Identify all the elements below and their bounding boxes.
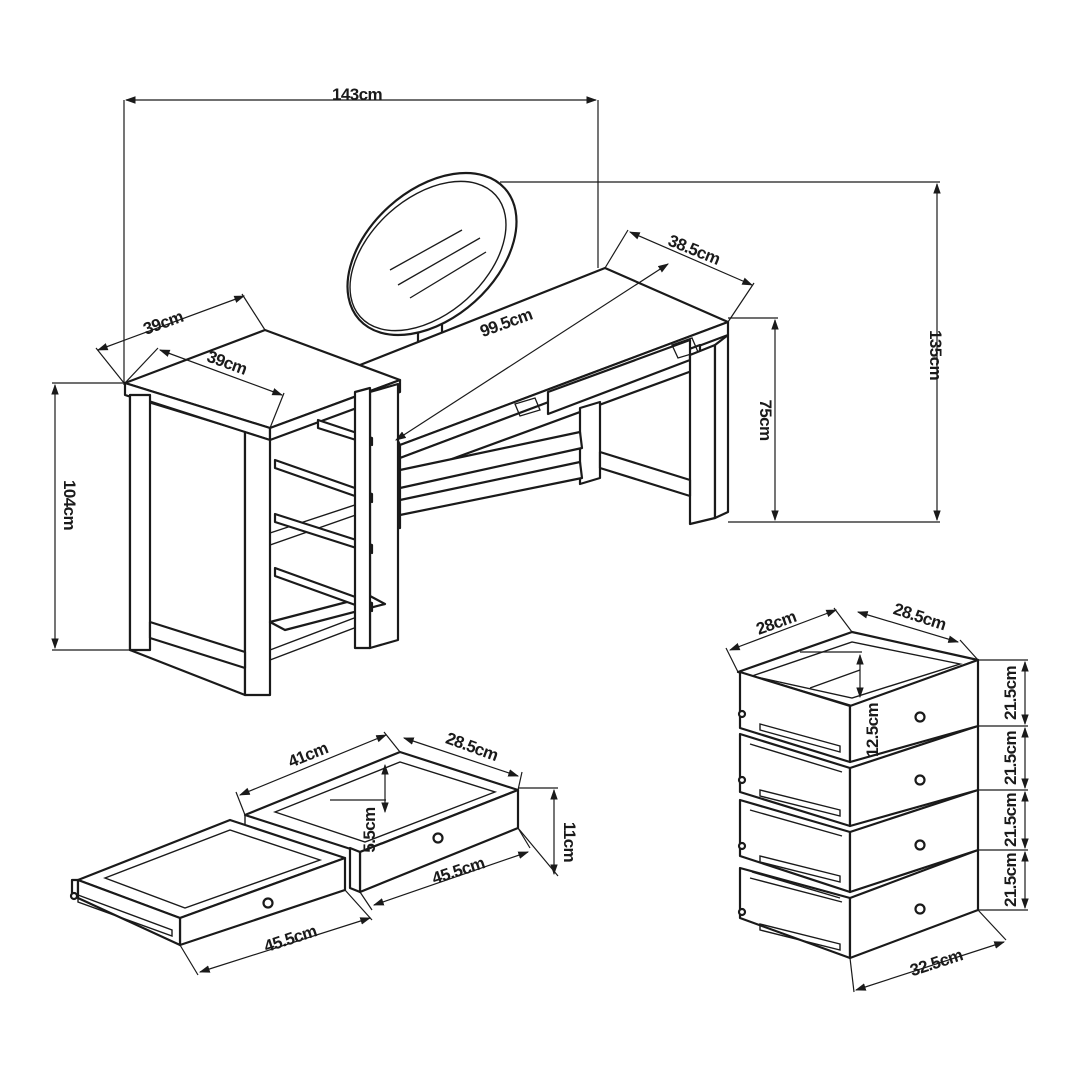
label-cabinet-drawer-inner-height: 12.5cm bbox=[863, 702, 882, 757]
label-cabinet-drawer-height-1: 21.5cm bbox=[1001, 665, 1020, 720]
label-desk-drawer-inner-height: 5.5cm bbox=[360, 807, 379, 853]
cabinet-drawer-2 bbox=[737, 724, 980, 828]
label-overall-height: 135cm bbox=[926, 330, 945, 380]
label-desk-drawer-inner-depth: 28.5cm bbox=[443, 729, 501, 766]
desk-drawer-dimension-lines bbox=[179, 731, 559, 976]
drawer-knob-icon bbox=[914, 903, 926, 915]
cabinet-drawer-3 bbox=[737, 788, 980, 894]
label-cabinet-drawer-height-4: 21.5cm bbox=[1001, 852, 1020, 907]
label-desk-drawer-front-left: 45.5cm bbox=[262, 921, 320, 956]
label-desk-depth: 38.5cm bbox=[665, 231, 723, 269]
drawer-knob-icon bbox=[914, 774, 926, 786]
drawer-wheel-icon bbox=[69, 891, 79, 901]
label-cabinet-drawer-height-2: 21.5cm bbox=[1001, 730, 1020, 785]
drawer-wheel-icon bbox=[737, 907, 747, 917]
label-cabinet-drawer-inner-depth: 28.5cm bbox=[891, 599, 949, 634]
drawer-wheel-icon bbox=[737, 709, 747, 719]
drawer-wheel-icon bbox=[737, 775, 747, 785]
label-total-width: 143cm bbox=[332, 85, 382, 104]
label-cabinet-drawer-front-width: 32.5cm bbox=[908, 945, 966, 980]
label-desk-drawer-outer-height: 11cm bbox=[560, 822, 579, 863]
label-cabinet-drawer-inner-width: 28cm bbox=[754, 607, 800, 639]
drawer-knob-icon bbox=[914, 839, 926, 851]
label-desk-height: 75cm bbox=[756, 399, 775, 441]
label-cabinet-drawer-height-3: 21.5cm bbox=[1001, 792, 1020, 847]
drawer-knob-icon bbox=[432, 832, 444, 844]
cabinet-drawer-stack bbox=[736, 630, 980, 960]
drawer-wheel-icon bbox=[737, 841, 747, 851]
desk-stretchers bbox=[398, 430, 692, 517]
label-cabinet-width: 39cm bbox=[141, 307, 187, 339]
drawer-knob-icon bbox=[262, 897, 274, 909]
desk-drawer-pair bbox=[69, 750, 520, 947]
drawer-knob-icon bbox=[914, 711, 926, 723]
cabinet-drawer-dimension-lines bbox=[725, 607, 1029, 993]
cabinet bbox=[123, 328, 402, 697]
cabinet-drawer-rails bbox=[273, 418, 374, 613]
main-dimension-lines bbox=[51, 96, 941, 651]
label-cabinet-height: 104cm bbox=[60, 480, 79, 530]
dressing-table-drawing bbox=[123, 171, 730, 697]
